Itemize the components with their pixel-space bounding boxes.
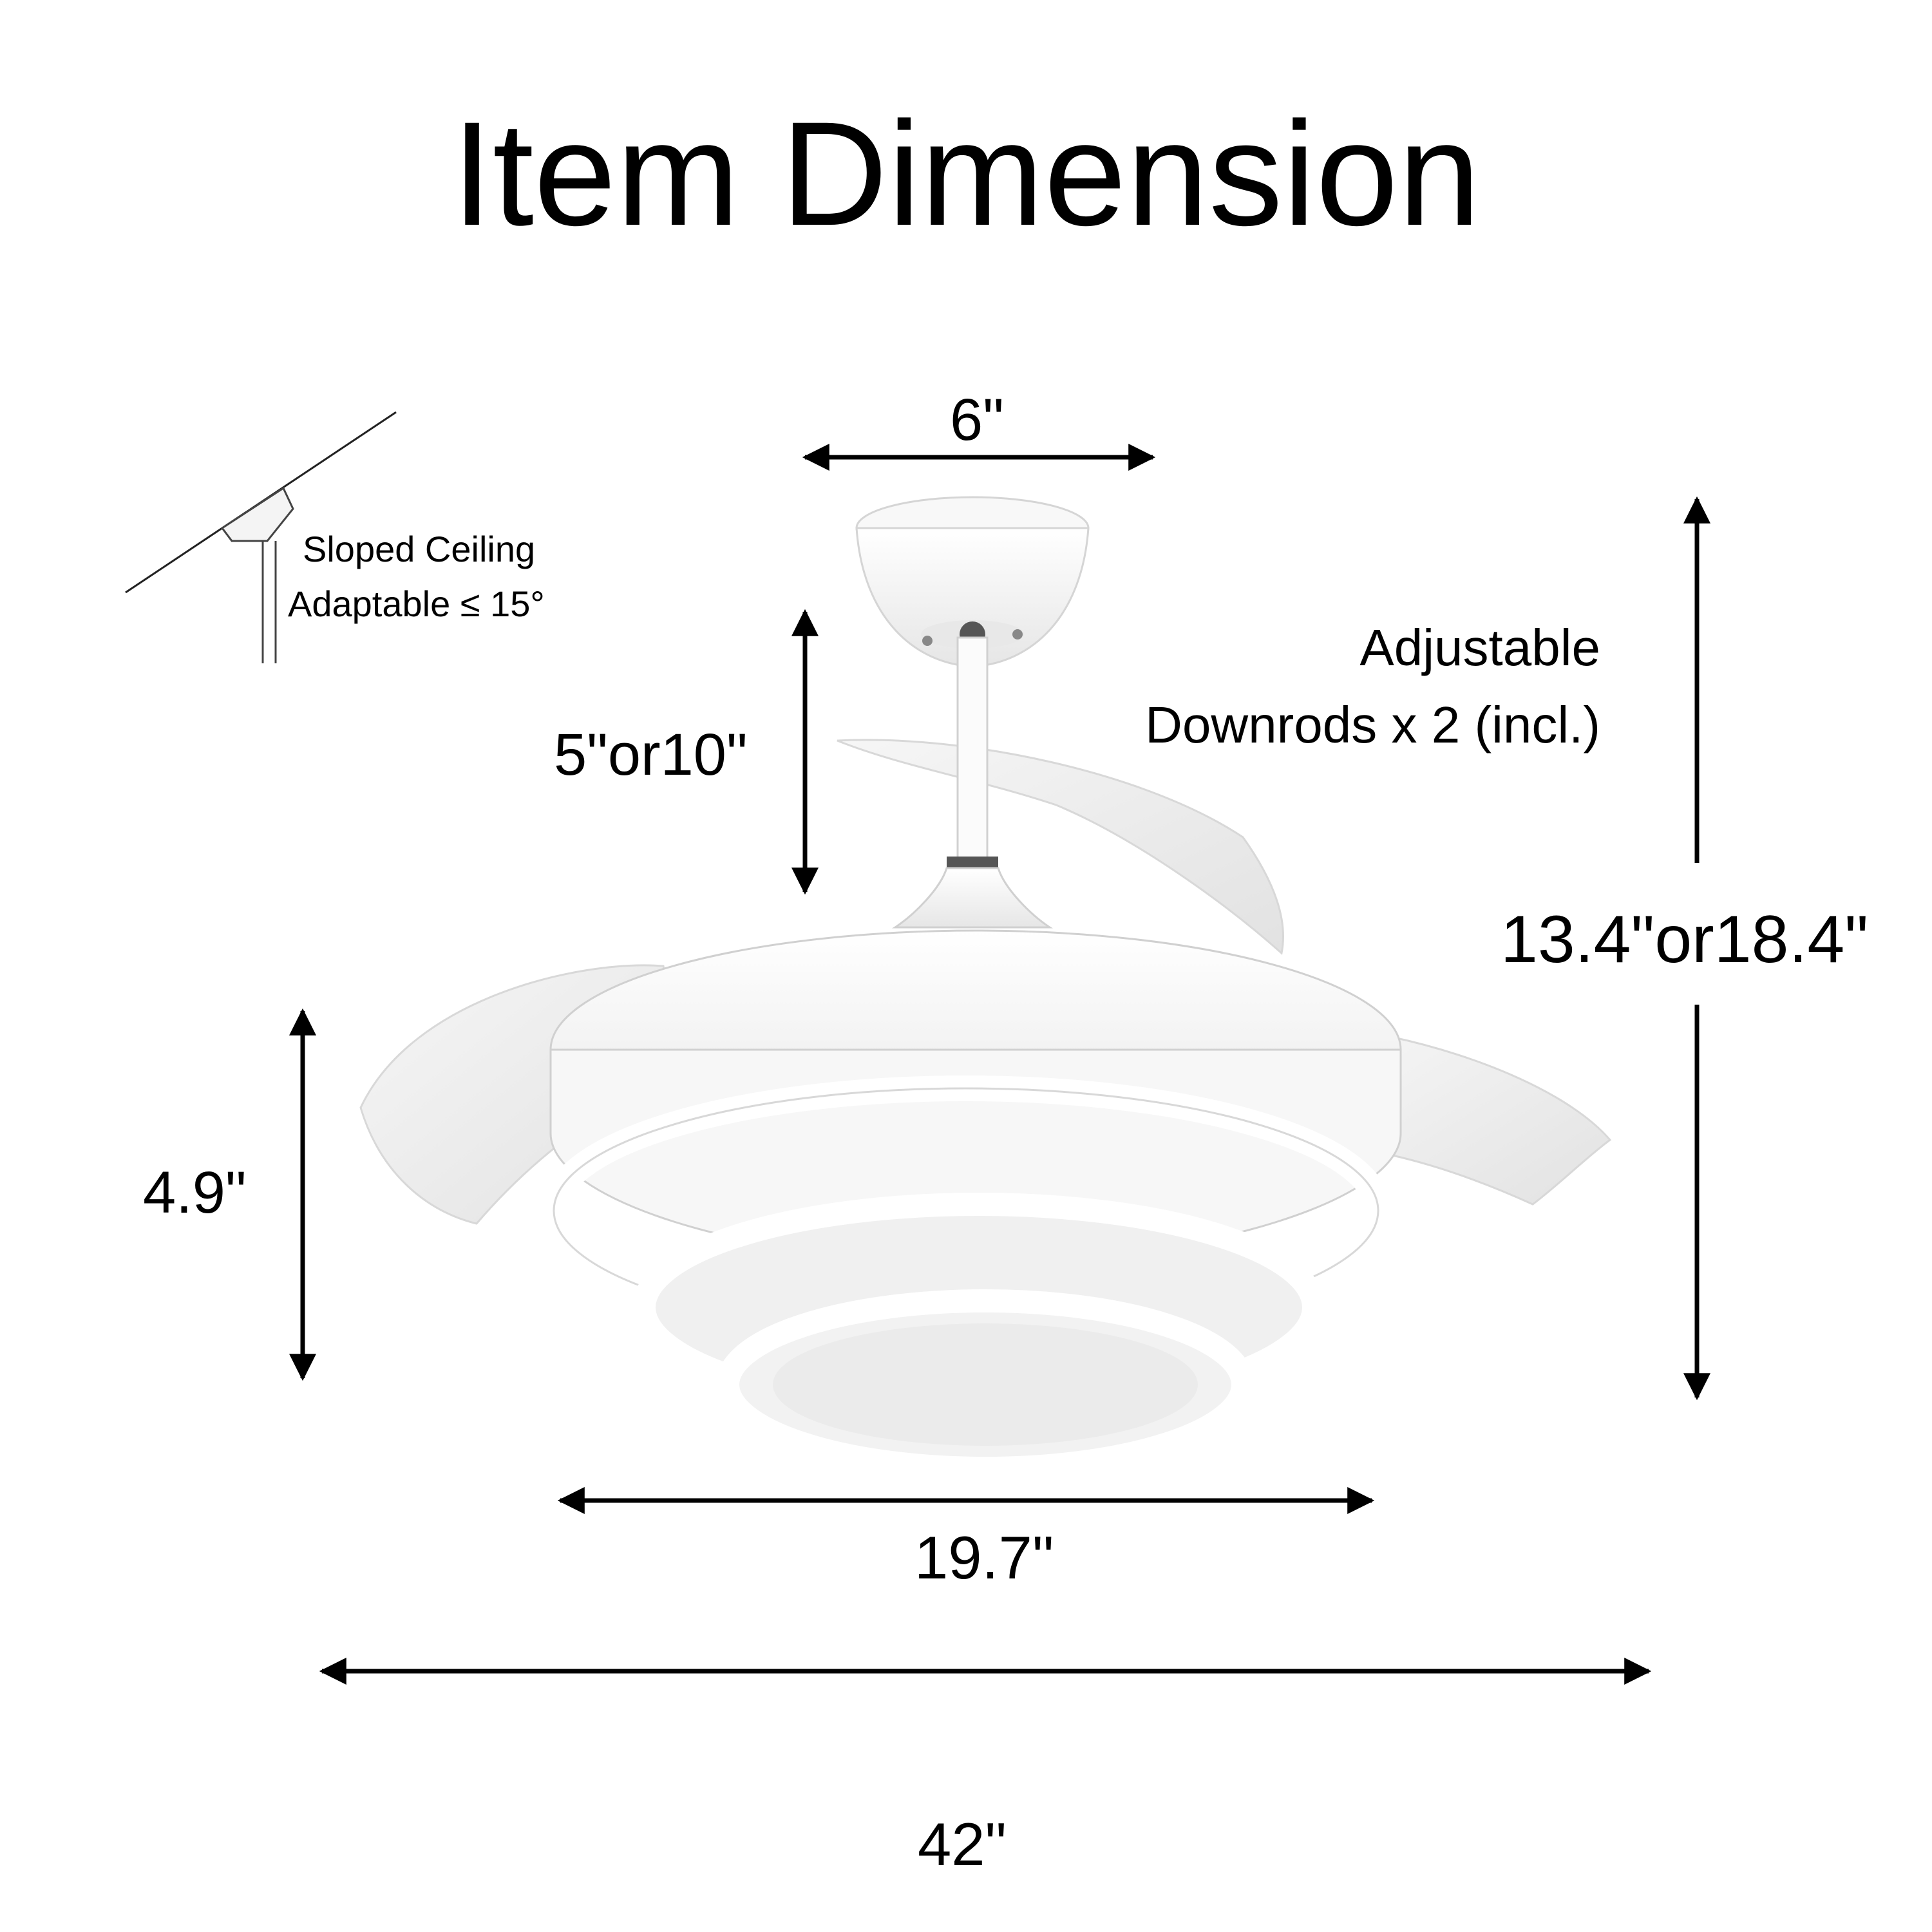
canopy-width-label: 6" [950,387,1004,453]
downrod-note-line1: Adjustable [1359,619,1600,676]
fan-body [541,929,1402,1480]
blade-span-label: 42" [918,1810,1007,1878]
sloped-ceiling-label-line1: Sloped Ceiling [303,529,536,569]
sloped-ceiling-icon [125,411,397,663]
downrod-note-line2: Downrods x 2 (incl.) [1145,696,1600,753]
fan-canopy [855,496,1090,668]
page-title: Item Dimension [451,91,1481,256]
body-height-label: 4.9" [143,1160,247,1226]
downrod-length-label: 5"or10" [554,722,748,788]
sloped-ceiling-label-line2: Adaptable ≤ 15° [288,583,545,624]
dimension-arrows [289,444,1710,1685]
downrod [892,636,1053,929]
body-diameter-label: 19.7" [914,1524,1054,1591]
overall-height-label: 13.4"or18.4" [1501,902,1869,977]
